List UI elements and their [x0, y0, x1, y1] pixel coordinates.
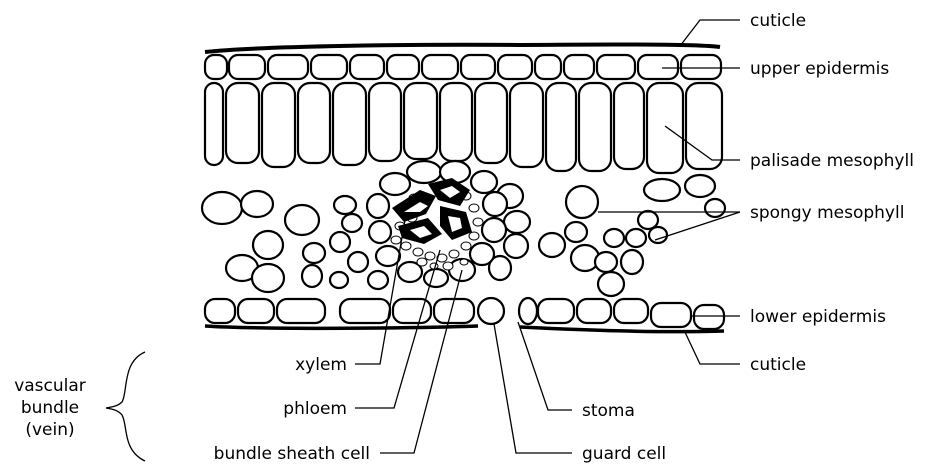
label-cuticle-bottom: cuticle [750, 355, 806, 375]
label-vascular-bundle-line2: bundle [21, 398, 79, 418]
label-xylem: xylem [295, 355, 347, 375]
upper-cuticle-line [205, 44, 720, 52]
guard-cell-right [519, 298, 537, 324]
palisade-mesophyll [205, 83, 722, 173]
label-upper-epidermis: upper epidermis [750, 59, 889, 79]
label-stoma: stoma [582, 401, 635, 421]
label-lower-epidermis: lower epidermis [750, 307, 886, 327]
labels: cuticle upper epidermis palisade mesophy… [14, 11, 914, 464]
label-vascular-bundle-line3: (vein) [25, 420, 74, 440]
lower-epidermis [205, 298, 724, 332]
upper-epidermis [205, 44, 721, 79]
label-vascular-bundle-line1: vascular [14, 376, 86, 396]
label-cuticle-top: cuticle [750, 11, 806, 31]
label-spongy-mesophyll: spongy mesophyll [750, 203, 904, 223]
label-guard-cell: guard cell [582, 444, 666, 464]
label-palisade-mesophyll: palisade mesophyll [750, 151, 914, 171]
label-phloem: phloem [283, 399, 347, 419]
guard-cell-left [478, 298, 504, 324]
label-bundle-sheath-cell: bundle sheath cell [214, 444, 370, 464]
vascular-bundle-bracket [106, 352, 145, 461]
lower-cuticle-line [205, 326, 724, 332]
vascular-bundle [367, 161, 507, 287]
